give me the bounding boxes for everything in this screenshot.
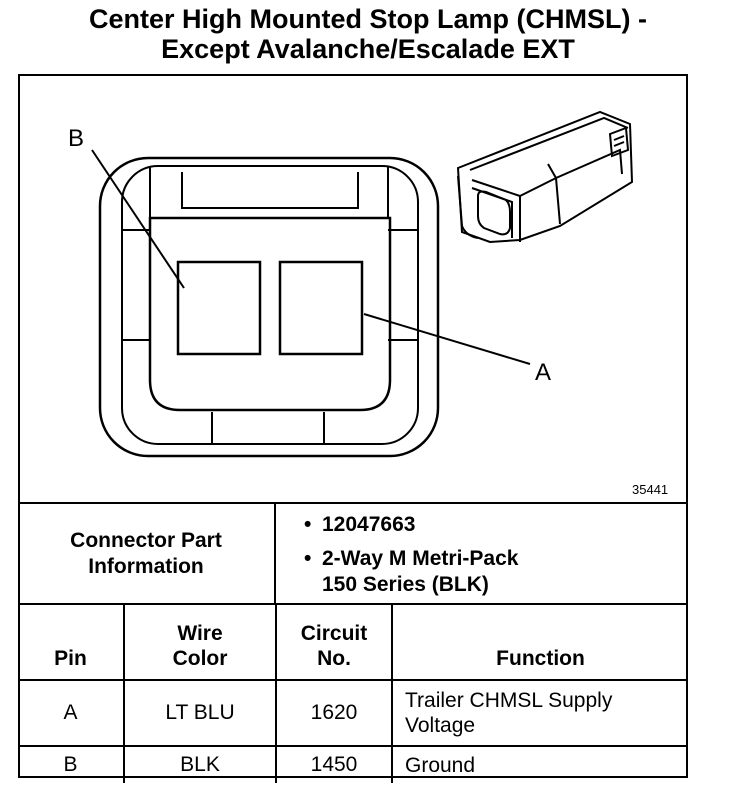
label-b: B [68,125,84,152]
connector-info-values: • 12047663 • 2-Way M Metri-Pack 150 Seri… [276,504,688,604]
connector-insert [148,216,392,412]
connector-latch [519,176,561,225]
circuit-cell: 1450 [275,745,393,783]
connector-rear-tab [608,126,630,158]
wire-color-cell: LT BLU [123,679,277,747]
header-circuit-no: Circuit No. [275,603,393,681]
connector-info-section: Connector Part Information • 12047663 • … [18,502,688,604]
table-row: A LT BLU 1620 Trailer CHMSL Supply Volta… [18,679,688,747]
circuit-cell: 1620 [275,679,393,747]
pin-table-header: Pin Wire Color Circuit No. Function [18,603,688,681]
pin-cell: A [18,679,125,747]
header-function: Function [391,603,688,681]
figure-number: 35441 [632,482,668,497]
side-ribs [122,229,418,341]
bottom-key [211,412,325,444]
diagram-title: Center High Mounted Stop Lamp (CHMSL) - … [0,4,736,64]
leader-line-a [363,313,531,365]
label-a: A [535,359,551,386]
bullet-2: • [304,547,312,570]
connector-info-label-line-2: Information [88,555,204,578]
connector-isometric-view [456,110,634,244]
title-line-1: Center High Mounted Stop Lamp (CHMSL) - [89,4,647,34]
function-cell: Ground [391,745,688,783]
connector-opening [477,190,511,236]
connector-description-line-1: 2-Way M Metri-Pack [322,547,519,570]
header-wire-color: Wire Color [123,603,277,681]
cavity-a [278,260,364,356]
header-pin: Pin [18,603,125,681]
top-latch [181,172,359,209]
connector-body-outline [456,110,634,244]
function-cell: Trailer CHMSL Supply Voltage [391,679,688,747]
connector-info-label-line-1: Connector Part [70,529,222,552]
title-line-2: Except Avalanche/Escalade EXT [161,34,575,64]
table-row: B BLK 1450 Ground [18,745,688,783]
connector-face-view [91,149,531,458]
cavity-b [176,260,262,356]
wire-color-cell: BLK [123,745,277,783]
shell-rib-lines [149,166,389,218]
connector-inner-shell [121,165,419,445]
pin-cell: B [18,745,125,783]
connector-info-label: Connector Part Information [18,504,276,604]
leader-line-b [91,149,185,289]
connector-description-line-2: 150 Series (BLK) [322,573,489,596]
pin-table: Pin Wire Color Circuit No. Function A LT… [18,603,688,783]
bullet-1: • [304,513,312,536]
connector-outer-shell [98,156,440,458]
part-number: 12047663 [322,513,416,536]
